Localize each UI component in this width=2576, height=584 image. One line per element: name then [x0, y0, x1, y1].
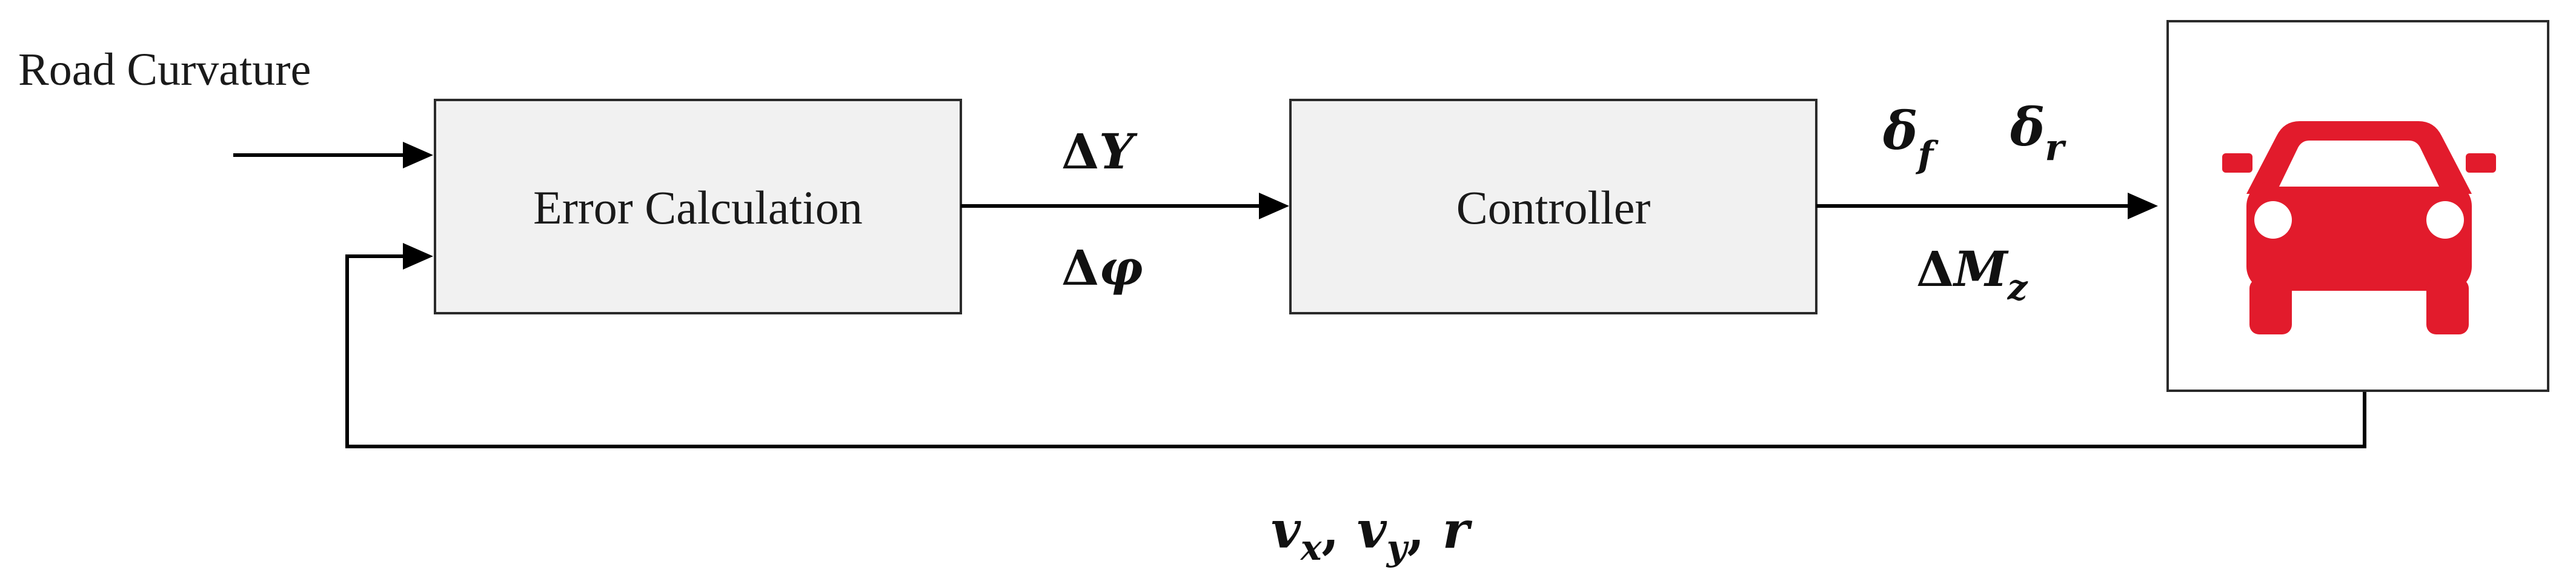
feedback-line — [345, 254, 2366, 448]
controller-block — [1289, 99, 1817, 314]
windshield — [2279, 141, 2439, 187]
delta-mz-base: M — [1952, 241, 2009, 297]
controller-to-vehicle-arrowhead — [2128, 193, 2158, 219]
car-body — [2246, 182, 2472, 291]
delta-f-base: δ — [1882, 101, 1917, 162]
vx-sub: x — [1300, 527, 1323, 568]
delta-r-sub: r — [2045, 127, 2066, 169]
error-calculation-block — [434, 99, 962, 314]
right-mirror — [2466, 153, 2496, 173]
separator-1: , — [1321, 500, 1357, 560]
delta-mz-delta: Δ — [1916, 241, 1954, 297]
right-headlight — [2426, 201, 2464, 239]
right-wheel — [2426, 279, 2469, 334]
error-to-controller-arrowhead — [1259, 193, 1289, 219]
delta-y-var: Y — [1099, 123, 1138, 180]
feedback-arrowhead — [403, 243, 433, 270]
separator-2: , — [1407, 500, 1442, 560]
vx-base: v — [1271, 500, 1301, 560]
delta-y-delta: Δ — [1061, 123, 1099, 180]
delta-phi-label: Δφ — [1061, 239, 1143, 296]
delta-r-label: δr — [2010, 97, 2066, 169]
vy-base: v — [1357, 500, 1387, 560]
delta-f-label: δf — [1882, 101, 1939, 176]
r-label: r — [1442, 500, 1473, 560]
left-headlight — [2254, 201, 2292, 239]
car-icon — [2222, 121, 2496, 334]
road-curvature-label: Road Curvature — [18, 44, 311, 95]
vy-sub: y — [1386, 527, 1410, 568]
delta-phi-var: φ — [1099, 239, 1143, 296]
delta-f-sub: f — [1915, 134, 1939, 176]
left-mirror — [2222, 153, 2252, 173]
delta-mz-sub: z — [2007, 267, 2028, 308]
road-curvature-arrowhead — [403, 142, 433, 168]
delta-mz-label: ΔMz — [1916, 241, 2028, 308]
delta-y-label: ΔY — [1061, 123, 1138, 180]
error-calculation-label: Error Calculation — [533, 181, 863, 234]
left-wheel — [2249, 279, 2292, 334]
delta-r-base: δ — [2010, 97, 2045, 158]
feedback-label: vx, vy, r — [1271, 500, 1473, 568]
controller-label: Controller — [1456, 181, 1651, 234]
delta-phi-delta: Δ — [1061, 239, 1099, 296]
